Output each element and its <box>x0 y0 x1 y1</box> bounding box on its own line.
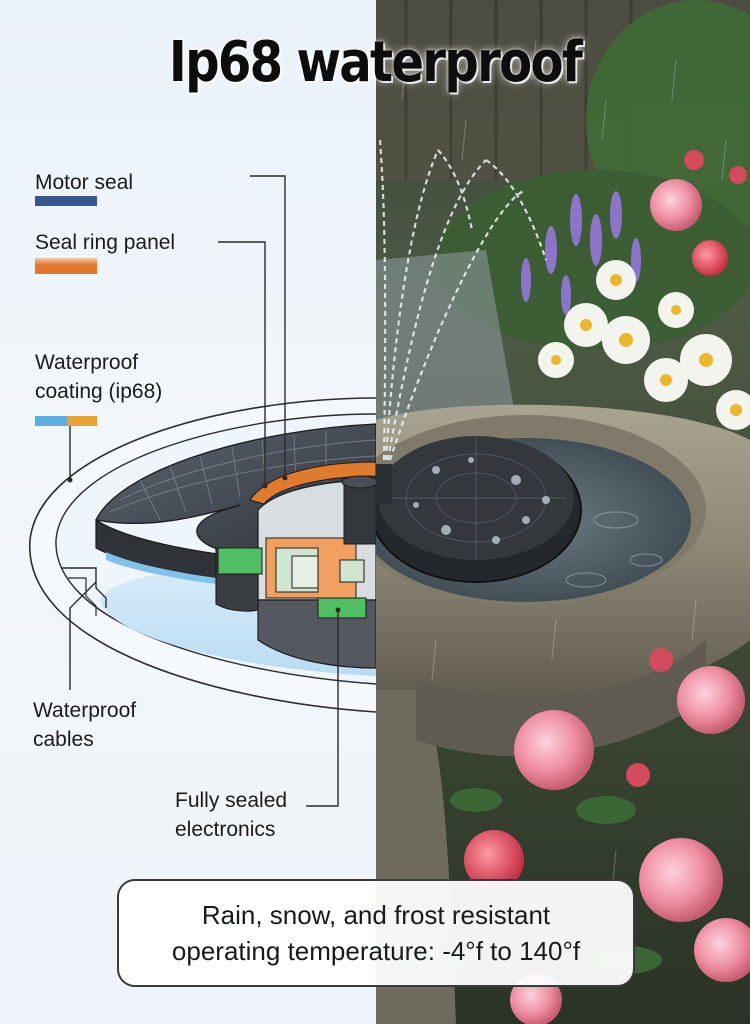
seal-ring-swatch <box>35 258 97 274</box>
seal-ring <box>249 461 376 505</box>
nozzle <box>343 483 376 545</box>
leader-cables <box>69 581 97 690</box>
fully-sealed-label: Fully sealed electronics <box>175 789 288 841</box>
waterproof-coating-label: Waterproof coating (ip68) <box>35 351 163 403</box>
electronics-green-left <box>217 547 263 575</box>
motor-seal-label: Motor seal <box>35 171 134 194</box>
page-title: Ip68 waterproof <box>168 30 583 95</box>
bowl-lip-cut <box>62 567 107 608</box>
info-line-2: operating temperature: -4°f to 140°f <box>171 936 581 966</box>
info-box: Rain, snow, and frost resistant operatin… <box>117 879 635 987</box>
coating-swatch-orange <box>67 416 97 426</box>
leader-electronics <box>306 610 339 807</box>
electronics-green-bottom <box>317 597 367 619</box>
info-line-1: Rain, snow, and frost resistant <box>201 900 551 930</box>
motor-seal-swatch <box>35 196 97 206</box>
waterproof-cables-label: Waterproof cables <box>33 699 137 751</box>
cutaway-diagram-panel: Motor seal Seal ring panel Waterproof co… <box>0 0 376 1024</box>
garden-scene <box>376 0 750 1024</box>
coating-swatch-blue <box>35 416 67 426</box>
fountain-cutaway-diagram <box>29 175 376 807</box>
leader-motor-seal <box>250 175 286 478</box>
seal-ring-panel-label: Seal ring panel <box>35 231 176 254</box>
leader-seal-ring <box>218 241 266 486</box>
garden-fountain-photo <box>376 0 750 1024</box>
